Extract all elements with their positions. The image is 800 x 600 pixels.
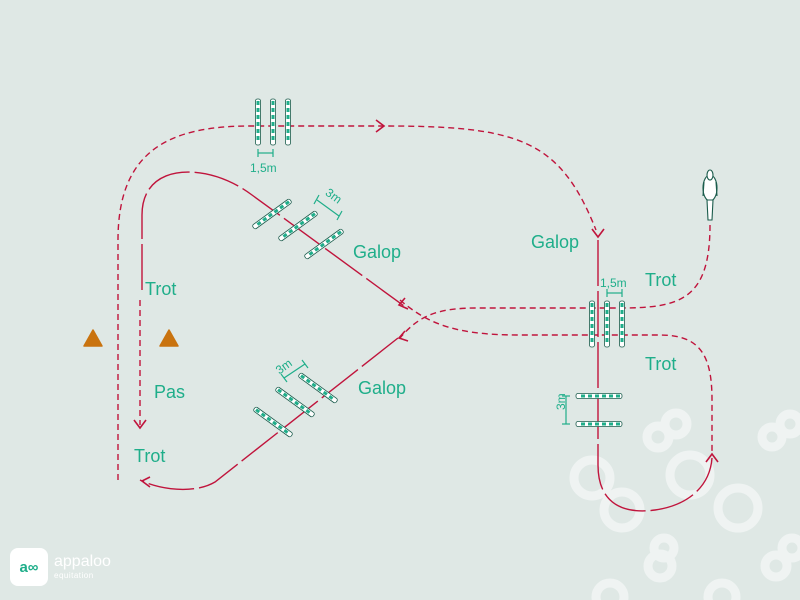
bottom-right-loop-track	[597, 240, 713, 512]
gait-label-pas: Pas	[154, 382, 185, 402]
ground-pole	[275, 386, 315, 418]
spacing-marker	[606, 289, 623, 297]
gait-label-trot-left: Trot	[145, 279, 176, 299]
brand-logo-mark: a∞	[10, 548, 48, 586]
cone-marker-icon	[83, 329, 103, 347]
ground-pole	[278, 210, 318, 242]
ground-pole	[304, 228, 344, 260]
dimension-label-diagonal-lower: 3m	[273, 356, 295, 377]
ground-pole	[298, 372, 338, 404]
dimension-label-vertical-right: 3m	[554, 393, 568, 410]
poles-horizontal-pair: 3m	[554, 393, 623, 427]
brand-wordmark: appaloo equitation	[54, 554, 111, 580]
ground-pole	[589, 300, 595, 348]
ground-pole	[252, 198, 292, 230]
spacing-marker	[257, 149, 274, 157]
gait-label-trot-right-top: Trot	[645, 270, 676, 290]
decorative-rings-icon	[569, 408, 800, 600]
ground-pole	[575, 421, 623, 427]
dimension-label-top: 1,5m	[250, 161, 277, 175]
poles-upper-diagonal-group: 3m	[252, 185, 345, 260]
direction-arrow-icon	[133, 119, 719, 488]
galop-tracks	[139, 171, 713, 512]
ground-pole	[285, 98, 291, 146]
dimension-label-diagonal-upper: 3m	[323, 185, 345, 206]
spacing-marker	[280, 359, 309, 383]
brand-name: appaloo	[54, 553, 111, 570]
right-lower-trot-track	[399, 299, 713, 455]
ground-pole	[270, 98, 276, 146]
poles-lower-diagonal-group: 3m	[253, 356, 338, 438]
ground-pole	[619, 300, 625, 348]
cone-marker-icon	[159, 329, 179, 347]
poles-right-group: 1,5m	[589, 276, 627, 348]
gait-label-galop-right: Galop	[531, 232, 579, 252]
dimension-label-right: 1,5m	[600, 276, 627, 290]
gait-label-trot-bottom-left: Trot	[134, 446, 165, 466]
gait-label-galop-bottom: Galop	[358, 378, 406, 398]
ground-pole	[575, 393, 623, 399]
gait-label-galop-top: Galop	[353, 242, 401, 262]
spacing-marker	[562, 395, 570, 425]
gait-label-trot-right-bottom: Trot	[645, 354, 676, 374]
poles-top-group: 1,5m	[250, 98, 291, 175]
spacing-marker	[313, 194, 343, 221]
outer-trot-track	[117, 125, 597, 480]
lower-loop-track	[139, 337, 399, 491]
ground-pole	[255, 98, 261, 146]
brand-subtitle: equitation	[54, 571, 94, 580]
horse-top-view-icon	[702, 169, 718, 221]
brand-logo: a∞ appaloo equitation	[10, 548, 111, 586]
upper-loop-track	[141, 171, 405, 307]
ground-pole	[253, 406, 293, 438]
ground-pole	[604, 300, 610, 348]
